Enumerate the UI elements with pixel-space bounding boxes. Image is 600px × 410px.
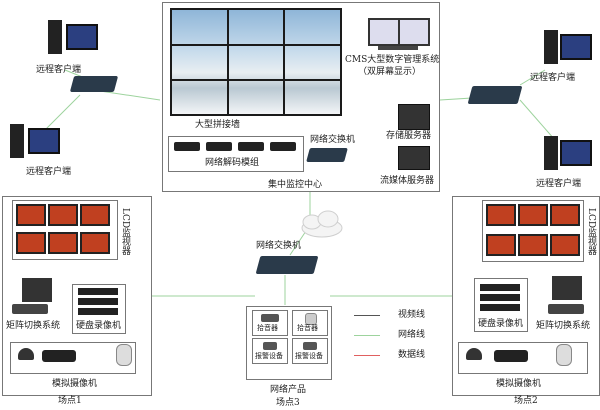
lcd-monitor-icon <box>16 204 46 226</box>
decoder-label: 网络解码模组 <box>205 158 260 168</box>
decoder-module-icon <box>174 142 200 151</box>
site2-matrix-label: 矩阵切换系统 <box>536 321 591 331</box>
dvr-icon <box>78 298 118 305</box>
remote-client-pc-icon <box>10 124 24 158</box>
legend-swatch-network <box>354 335 380 336</box>
legend-label: 数据线 <box>398 350 426 360</box>
network-line <box>519 99 556 141</box>
site3-product-label: 网络产品 <box>270 385 307 395</box>
lcd-monitor-icon <box>80 204 110 226</box>
network-switch-icon <box>467 86 523 104</box>
matrix-keyboard-icon <box>12 304 48 314</box>
dvr-icon <box>480 304 520 311</box>
alarm-device-icon <box>303 342 317 350</box>
site2-lcd-label: LCD监视器 <box>586 208 596 256</box>
remote-client-pc-icon <box>544 136 558 170</box>
network-line <box>44 94 81 131</box>
center-switch-label: 网络交换机 <box>310 135 356 145</box>
alarm-device-icon <box>263 342 277 350</box>
site3-tile: 拾音器 <box>292 310 328 336</box>
speed-dome-camera-icon <box>116 344 132 366</box>
dvr-icon <box>480 284 520 291</box>
dvr-icon <box>480 294 520 301</box>
video-wall <box>170 8 342 116</box>
remote-client-monitor-icon <box>560 34 592 60</box>
cms-sublabel: （双屏幕显示） <box>358 67 422 77</box>
site1-label: 场点1 <box>58 396 82 406</box>
video-wall-screen <box>172 10 340 114</box>
site2-label: 场点2 <box>514 396 538 406</box>
center-label: 集中监控中心 <box>268 180 323 190</box>
matrix-keyboard-icon <box>548 304 584 314</box>
tile-label: 拾音器 <box>257 324 278 332</box>
stream-label: 流媒体服务器 <box>380 176 435 186</box>
site1-dvr-label: 硬盘录像机 <box>76 321 122 331</box>
dvr-icon <box>78 308 118 315</box>
camera-icon <box>261 314 279 322</box>
legend-label: 视频线 <box>398 310 426 320</box>
remote-client-label: 远程客户端 <box>36 65 82 75</box>
decoder-module-icon <box>270 142 296 151</box>
lcd-monitor-icon <box>48 204 78 226</box>
decoder-module-icon <box>206 142 232 151</box>
remote-client-pc-icon <box>544 30 558 64</box>
cms-monitor-icon <box>398 18 430 46</box>
video-wall-label: 大型拼接墙 <box>195 120 241 130</box>
matrix-controller-icon <box>22 278 52 302</box>
network-line <box>519 69 546 86</box>
remote-client-monitor-icon <box>560 140 592 166</box>
lcd-monitor-icon <box>550 234 580 256</box>
network-switch-icon <box>255 256 319 274</box>
site3-tile: 报警设备 <box>292 338 328 364</box>
lcd-monitor-icon <box>16 232 46 254</box>
storage-server-icon <box>398 104 430 130</box>
site1-camera-label: 模拟摄像机 <box>52 379 98 389</box>
legend-swatch-video <box>354 315 380 316</box>
tile-label: 拾音器 <box>297 324 318 332</box>
camera-icon <box>305 313 317 325</box>
storage-label: 存储服务器 <box>386 131 432 141</box>
remote-client-label: 远程客户端 <box>536 179 582 189</box>
remote-client-label: 远程客户端 <box>530 73 576 83</box>
remote-client-pc-icon <box>48 20 62 54</box>
box-camera-icon <box>494 350 528 362</box>
legend-label: 网络线 <box>398 330 426 340</box>
legend-swatch-data <box>354 355 380 356</box>
lcd-monitor-icon <box>486 234 516 256</box>
tile-label: 报警设备 <box>255 352 283 360</box>
network-switch-icon <box>69 76 119 92</box>
site2-camera-label: 模拟摄像机 <box>496 379 542 389</box>
keyboard-icon <box>378 46 418 50</box>
tile-label: 报警设备 <box>295 352 323 360</box>
dome-camera-icon <box>18 348 34 360</box>
lcd-monitor-icon <box>518 204 548 226</box>
site1-matrix-label: 矩阵切换系统 <box>6 321 61 331</box>
dvr-icon <box>78 288 118 295</box>
stream-server-icon <box>398 146 430 170</box>
site3-tile: 报警设备 <box>252 338 288 364</box>
cms-label: CMS大型数字管理系统 <box>345 55 440 65</box>
network-switch-icon <box>306 148 348 162</box>
remote-client-monitor-icon <box>28 128 60 154</box>
box-camera-icon <box>42 350 76 362</box>
lcd-monitor-icon <box>518 234 548 256</box>
remote-client-label: 远程客户端 <box>26 167 72 177</box>
dome-camera-icon <box>466 348 482 360</box>
network-cloud-icon <box>301 210 343 238</box>
lcd-monitor-icon <box>80 232 110 254</box>
site3-label: 场点3 <box>276 398 300 408</box>
remote-client-monitor-icon <box>66 24 98 50</box>
lcd-monitor-icon <box>486 204 516 226</box>
lcd-monitor-icon <box>550 204 580 226</box>
site2-dvr-label: 硬盘录像机 <box>478 319 524 329</box>
site3-tile: 拾音器 <box>252 310 288 336</box>
speed-dome-camera-icon <box>556 344 572 366</box>
middle-switch-label: 网络交换机 <box>256 241 302 251</box>
matrix-controller-icon <box>552 276 582 300</box>
site1-lcd-label: LCD监视器 <box>120 208 130 256</box>
cms-monitor-icon <box>368 18 400 46</box>
lcd-monitor-icon <box>48 232 78 254</box>
decoder-module-icon <box>238 142 264 151</box>
